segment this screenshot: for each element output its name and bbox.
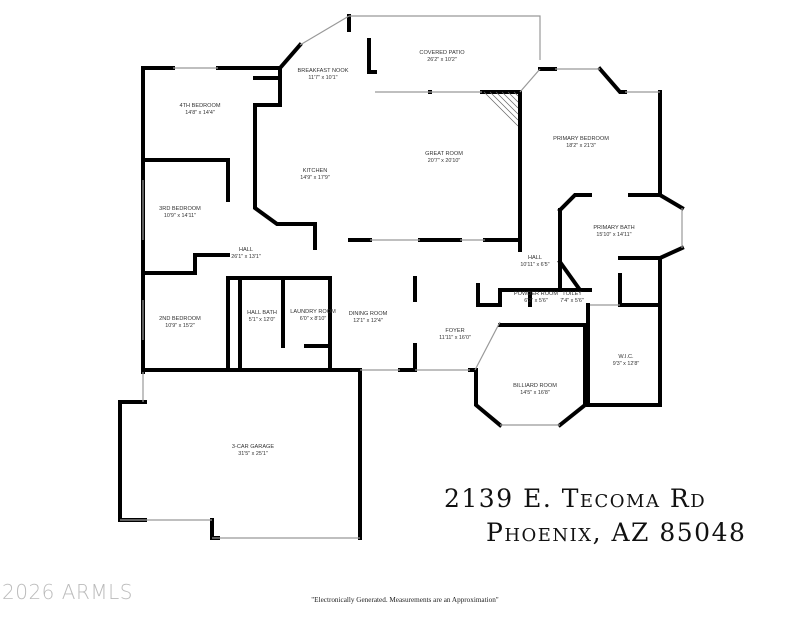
room-name: PRIMARY BATH xyxy=(593,225,634,231)
room-dimensions: 15'10" x 14'11" xyxy=(596,232,631,238)
stair-tread xyxy=(489,91,519,121)
room-dimensions: 18'2" x 21'3" xyxy=(566,143,596,149)
room-w-i-c: W.I.C.9'3" x 12'8" xyxy=(613,354,640,367)
wall xyxy=(210,518,220,540)
room-name: COVERED PATIO xyxy=(419,50,465,56)
wall xyxy=(618,273,662,307)
room-dimensions: 7'4" x 5'6" xyxy=(560,298,584,304)
room-dimensions: 9'3" x 12'8" xyxy=(613,361,640,367)
wall xyxy=(216,42,303,70)
room-name: GREAT ROOM xyxy=(425,151,463,157)
room-name: 2ND BEDROOM xyxy=(159,316,201,322)
wall xyxy=(658,245,685,307)
room-name: BILLIARD ROOM xyxy=(513,383,557,389)
stair-tread xyxy=(483,91,519,127)
room-dimensions: 6'0" x 8'10" xyxy=(300,316,327,322)
room-dimensions: 31'5" x 25'1" xyxy=(238,451,268,457)
wall xyxy=(557,323,587,428)
stair-tread xyxy=(513,91,519,97)
stair-tread xyxy=(507,91,519,103)
window-or-opening xyxy=(349,15,541,60)
stair-tread xyxy=(495,91,519,115)
room-dimensions: 14'9" x 17'9" xyxy=(300,175,330,181)
wall xyxy=(557,259,583,293)
room-name: 3RD BEDROOM xyxy=(159,206,201,212)
room-name: 4TH BEDROOM xyxy=(179,103,220,109)
room-dimensions: 5'1" x 12'0" xyxy=(249,317,276,323)
wall xyxy=(367,38,377,74)
room-name: BREAKFAST NOOK xyxy=(298,68,349,74)
room-dimensions: 26'2" x 10'2" xyxy=(427,57,457,63)
wall xyxy=(628,193,685,211)
window-or-opening xyxy=(519,68,541,93)
window-or-opening xyxy=(299,15,350,46)
room-name: LAUNDRY ROOM xyxy=(290,309,336,315)
room-name: HALL xyxy=(239,247,253,253)
wall xyxy=(118,400,147,522)
disclaimer: "Electronically Generated. Measurements … xyxy=(311,596,499,604)
wall xyxy=(304,276,332,372)
watermark: 2026 ARMLS xyxy=(2,580,133,604)
window-or-opening xyxy=(474,321,501,371)
wall xyxy=(586,303,662,407)
room-dimensions: 14'5" x 16'8" xyxy=(520,390,550,396)
room-name: PRIMARY BEDROOM xyxy=(553,136,609,142)
room-name: TOILET xyxy=(562,291,582,297)
room-dimensions: 10'9" x 14'11" xyxy=(164,213,196,219)
openings xyxy=(120,15,683,539)
room-dimensions: 11'11" x 16'0" xyxy=(439,335,471,341)
room-name: FOYER xyxy=(445,328,464,334)
room-dimensions: 10'11" x 6'5" xyxy=(520,262,549,268)
room-dimensions: 14'8" x 14'4" xyxy=(185,110,215,116)
address-line-2: Phoenix, AZ 85048 xyxy=(486,518,747,547)
wall xyxy=(557,193,592,213)
wall xyxy=(141,253,230,275)
wall xyxy=(474,368,503,428)
wall xyxy=(141,158,230,202)
room-dimensions: 12'1" x 12'4" xyxy=(353,318,383,324)
room-name: KITCHEN xyxy=(303,168,328,174)
room-dimensions: 11'7" x 10'1" xyxy=(308,75,337,81)
room-dimensions: 10'9" x 15'2" xyxy=(165,323,195,329)
room-name: W.I.C. xyxy=(618,354,634,360)
room-name: HALL xyxy=(528,255,542,261)
room-dimensions: 20'7" x 20'10" xyxy=(428,158,461,164)
wall xyxy=(480,90,522,252)
room-dimensions: 26'1" x 13'1" xyxy=(231,254,261,260)
room-name: 3-CAR GARAGE xyxy=(232,444,275,450)
address-line-1: 2139 E. Tecoma Rd xyxy=(444,484,707,513)
wall xyxy=(253,66,282,107)
room-name: POWDER ROOM xyxy=(514,291,558,297)
wall xyxy=(476,283,502,307)
room-dimensions: 6'2" x 5'6" xyxy=(524,298,548,304)
wall xyxy=(253,103,317,250)
walls xyxy=(118,14,685,540)
room-name: HALL BATH xyxy=(247,310,277,316)
stair-tread xyxy=(501,91,519,109)
room-name: DINING ROOM xyxy=(349,311,388,317)
wall xyxy=(597,66,627,94)
